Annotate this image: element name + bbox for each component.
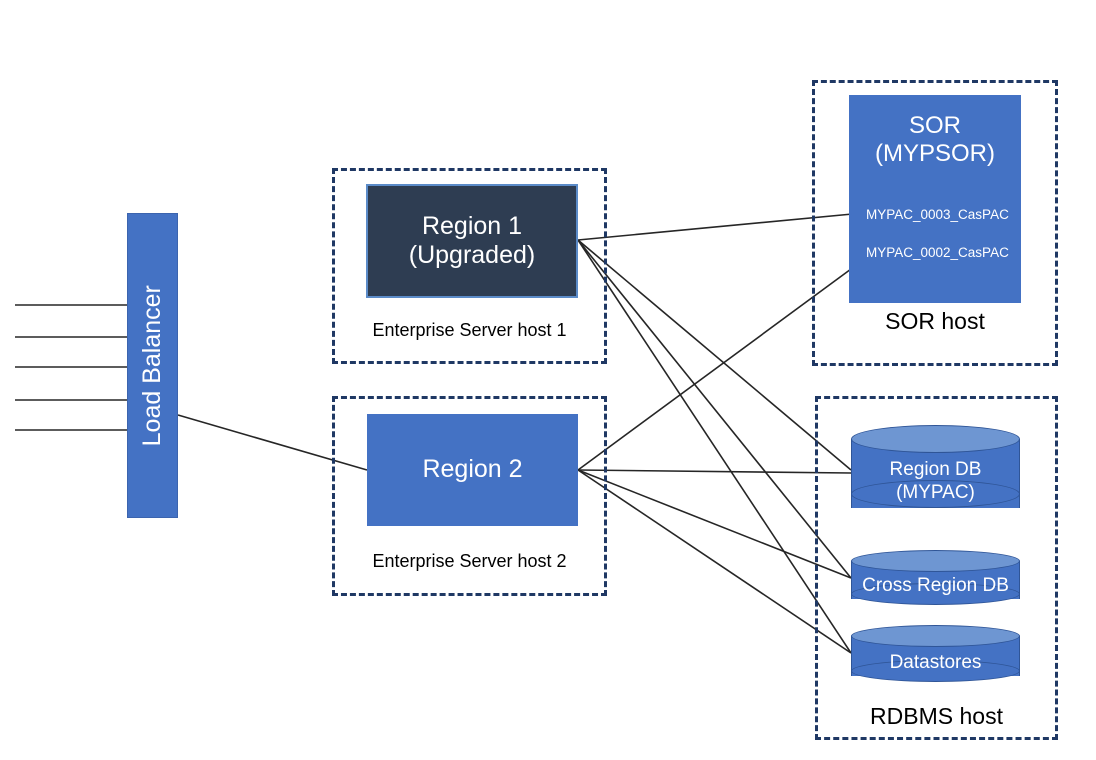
database-cross-region-db[interactable]: Cross Region DB bbox=[851, 550, 1020, 610]
sor-tag-mypac-0002: MYPAC_0002_CasPAC bbox=[866, 245, 1009, 260]
link-region2-to-cross-region-db bbox=[577, 469, 852, 579]
enterprise-server-host-1-container bbox=[332, 168, 607, 364]
sor-host-container bbox=[812, 80, 1058, 366]
sor-tag-mypac-0003: MYPAC_0003_CasPAC bbox=[866, 207, 1009, 222]
link-region2-to-datastores bbox=[577, 469, 852, 654]
enterprise-server-host-1-label: Enterprise Server host 1 bbox=[372, 320, 567, 340]
link-lb-to-region2 bbox=[177, 414, 368, 471]
cylinder-bottom bbox=[851, 480, 1020, 508]
region-2-node[interactable]: Region 2 bbox=[367, 414, 578, 526]
region-2-label: Region 2 bbox=[422, 455, 523, 484]
database-datastores-label: Datastores bbox=[889, 651, 982, 673]
cylinder-top bbox=[851, 425, 1020, 453]
sor-label: SOR (MYPSOR) bbox=[875, 112, 995, 168]
link-region1-to-mypac0003 bbox=[577, 212, 864, 241]
enterprise-server-host-2-container bbox=[332, 396, 607, 596]
sor-node[interactable]: SOR (MYPSOR) bbox=[849, 95, 1021, 303]
rdbms-host-container bbox=[815, 396, 1058, 740]
database-region-db[interactable]: Region DB (MYPAC) bbox=[851, 425, 1020, 522]
region-1-label: Region 1 (Upgraded) bbox=[408, 211, 536, 270]
link-region2-to-mypac0002 bbox=[577, 257, 867, 471]
cylinder-bottom bbox=[851, 583, 1020, 605]
region-1-node[interactable]: Region 1 (Upgraded) bbox=[366, 184, 578, 298]
cylinder-bottom bbox=[851, 660, 1020, 682]
load-balancer-label: Load Balancer bbox=[137, 284, 166, 447]
database-cross-region-db-label: Cross Region DB bbox=[862, 574, 1009, 596]
link-region1-to-region-db bbox=[577, 239, 852, 471]
link-region2-to-region-db bbox=[577, 469, 852, 474]
load-balancer-node[interactable]: Load Balancer bbox=[127, 213, 178, 518]
sor-host-label: SOR host bbox=[885, 308, 985, 334]
cylinder-top bbox=[851, 550, 1020, 572]
link-region1-to-datastores bbox=[577, 239, 852, 654]
enterprise-server-host-2-label: Enterprise Server host 2 bbox=[372, 551, 567, 571]
database-datastores[interactable]: Datastores bbox=[851, 625, 1020, 687]
link-region1-to-cross-region-db bbox=[577, 239, 852, 579]
rdbms-host-label: RDBMS host bbox=[870, 703, 1003, 729]
database-region-db-label: Region DB (MYPAC) bbox=[889, 459, 982, 503]
cylinder-top bbox=[851, 625, 1020, 647]
